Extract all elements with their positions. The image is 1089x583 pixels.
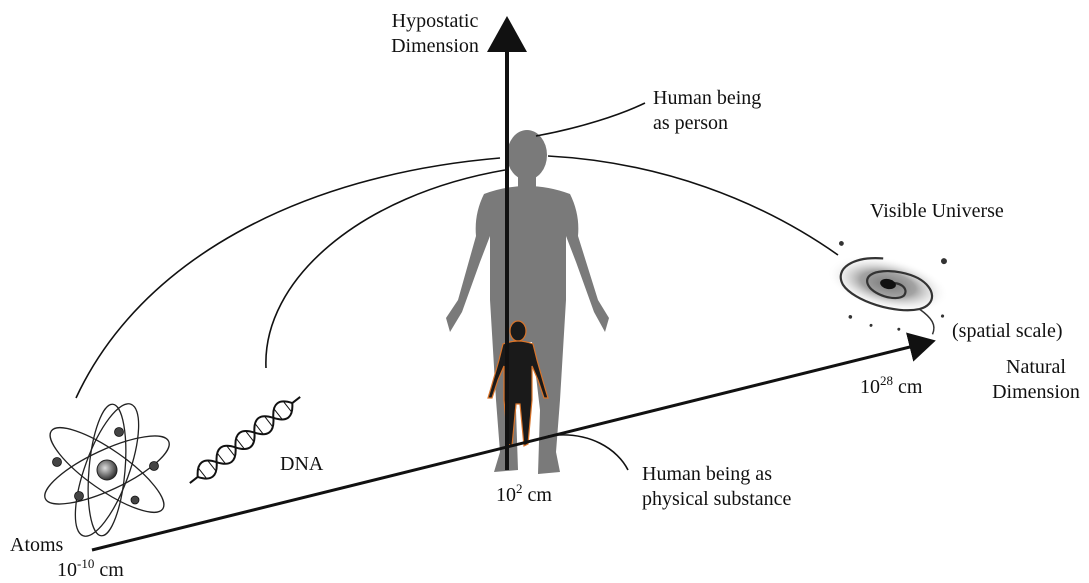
substance-line1: Human being as: [642, 462, 791, 487]
visible-universe-label: Visible Universe: [870, 199, 1004, 224]
human-scale-label: 102 cm: [496, 483, 552, 508]
atoms-label: Atoms: [10, 533, 63, 558]
spatial-scale-label: (spatial scale): [952, 319, 1063, 344]
atoms-scale-unit: cm: [99, 559, 123, 581]
natural-line2: Dimension: [988, 380, 1084, 405]
natural-line1: Natural: [988, 355, 1084, 380]
universe-scale-unit: cm: [898, 376, 922, 398]
substance-line2: physical substance: [642, 487, 791, 512]
leader-person-label: [536, 103, 645, 136]
hypostatic-dimension-label: Hypostatic Dimension: [370, 9, 500, 59]
atoms-scale-exp: -10: [77, 556, 94, 571]
human-person-label: Human being as person: [653, 86, 761, 136]
human-substance-label: Human being as physical substance: [642, 462, 791, 512]
hypostatic-line2: Dimension: [370, 34, 500, 59]
universe-scale-label: 1028 cm: [860, 375, 922, 400]
hypostatic-line1: Hypostatic: [370, 9, 500, 34]
arc-universe-to-person: [548, 156, 838, 255]
atoms-scale-label: 10-10 cm: [57, 558, 124, 583]
natural-dimension-label: Natural Dimension: [988, 355, 1084, 405]
atom-icon: [37, 397, 177, 544]
universe-scale-exp: 28: [880, 373, 893, 388]
leader-substance-label: [548, 435, 628, 470]
arc-atoms-to-person: [76, 158, 500, 398]
human-scale-exp: 2: [516, 481, 523, 496]
atoms-scale-base: 10: [57, 559, 77, 581]
galaxy-icon: [818, 235, 956, 341]
universe-scale-base: 10: [860, 376, 880, 398]
person-line1: Human being: [653, 86, 761, 111]
person-line2: as person: [653, 111, 761, 136]
human-scale-base: 10: [496, 484, 516, 506]
human-scale-unit: cm: [528, 484, 552, 506]
dna-label: DNA: [280, 452, 323, 477]
